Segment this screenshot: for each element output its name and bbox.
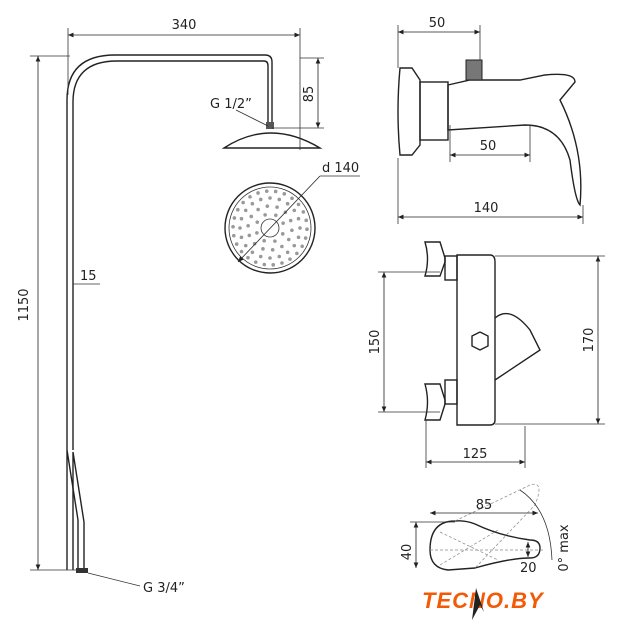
nozzle-dot <box>247 233 252 238</box>
nozzle-dot <box>252 241 257 246</box>
nozzle-dot <box>277 254 282 259</box>
nozzle-dot <box>236 207 240 212</box>
lightning-bolt-icon <box>472 588 484 620</box>
nozzle-dot <box>249 214 254 219</box>
nozzle-dot <box>255 220 260 224</box>
nozzle-dot <box>268 196 272 200</box>
nozzle-dot <box>253 260 258 264</box>
front-centers-label: 150 <box>368 330 383 355</box>
nozzle-dot <box>243 243 248 248</box>
nozzle-dot <box>281 221 285 225</box>
nozzle-dot <box>231 224 235 229</box>
nozzle-dot <box>280 232 285 236</box>
pipe-diameter-label: 15 <box>80 269 97 284</box>
nozzle-dot <box>265 204 270 208</box>
nozzle-dot <box>241 200 245 205</box>
nozzle-dot <box>282 192 287 196</box>
nozzle-dot <box>296 216 301 221</box>
shower-head-front <box>224 182 316 274</box>
shower-head-side <box>221 132 323 149</box>
nozzle-dot <box>262 238 266 243</box>
shower-column <box>66 54 323 573</box>
handle-tip-label: 20 <box>520 561 537 576</box>
nozzle-dot <box>232 216 237 220</box>
handle-detail <box>429 483 553 571</box>
handle-height-label: 40 <box>400 544 415 561</box>
mixer-front-view <box>424 241 541 426</box>
nozzle-dot <box>256 207 260 212</box>
nozzle-dot <box>246 223 250 228</box>
mixer-depth-label: 140 <box>474 201 499 216</box>
nozzle-dot <box>263 213 267 217</box>
brand-logo-text: TECNO.BY <box>422 588 545 613</box>
nozzle-dot <box>286 237 291 242</box>
nozzle-dot <box>300 244 304 249</box>
nozzle-dot <box>296 202 301 207</box>
nozzle-dot <box>258 197 263 202</box>
nozzle-dot <box>250 250 255 255</box>
nozzle-dot <box>301 210 306 214</box>
nozzle-dot <box>243 208 248 213</box>
head-drop-label: 85 <box>302 86 317 103</box>
nozzle-dot <box>298 226 302 230</box>
mixer-inner-width-label: 50 <box>480 139 497 154</box>
nozzle-dot <box>273 189 278 194</box>
nozzle-dot <box>274 213 278 218</box>
nozzle-dot <box>285 250 290 255</box>
front-width-label: 125 <box>463 447 488 462</box>
nozzle-dot <box>303 236 308 240</box>
nozzle-dot <box>239 216 244 221</box>
column-width-label: 340 <box>172 18 197 33</box>
handle-angle-label: 0° max <box>557 524 572 572</box>
nozzle-dot <box>290 228 294 233</box>
head-thread-label: G 1/2” <box>210 97 252 112</box>
nozzle-dot <box>239 235 244 240</box>
column-height-label: 1150 <box>17 288 32 321</box>
nozzle-dot <box>261 247 265 251</box>
mixer-side-view <box>397 59 582 207</box>
nozzle-dot <box>292 243 297 248</box>
nozzle-dot <box>292 208 297 213</box>
nozzle-dot <box>273 239 277 243</box>
nozzle-dot <box>275 205 279 209</box>
nozzle-dot <box>280 261 284 265</box>
nozzle-dot <box>288 257 292 261</box>
brand-logo: TECNO.BY <box>400 574 617 640</box>
nozzle-dot <box>290 196 294 201</box>
handle-length-label: 85 <box>476 498 493 513</box>
nozzle-dot <box>231 233 236 238</box>
nozzle-dot <box>258 254 263 259</box>
mixer-top-width-label: 50 <box>429 16 446 31</box>
nozzle-dot <box>268 256 272 260</box>
front-height-label: 170 <box>582 328 597 353</box>
nozzle-dot <box>271 263 276 267</box>
nozzle-dot <box>255 231 259 235</box>
nozzle-dot <box>246 255 250 260</box>
nozzle-dot <box>256 191 260 195</box>
nozzle-dot <box>295 251 299 256</box>
nozzle-dot <box>248 195 252 199</box>
nozzle-dot <box>277 197 282 202</box>
nozzle-dot <box>239 249 244 254</box>
nozzle-dot <box>304 218 309 223</box>
nozzle-dot <box>285 201 290 206</box>
nozzle-dot <box>264 189 269 193</box>
nozzle-dot <box>250 201 255 206</box>
nozzle-dot <box>262 262 267 267</box>
nozzle-dot <box>234 242 239 246</box>
head-diameter-label: d 140 <box>322 161 359 176</box>
nozzle-dot <box>270 248 275 252</box>
nozzle-dot <box>305 227 309 232</box>
nozzle-dot <box>280 244 284 249</box>
inlet-thread-label: G 3/4” <box>143 581 185 596</box>
nozzle-dot <box>238 226 242 230</box>
nozzle-dot <box>288 218 293 223</box>
nozzle-dot <box>296 235 301 240</box>
